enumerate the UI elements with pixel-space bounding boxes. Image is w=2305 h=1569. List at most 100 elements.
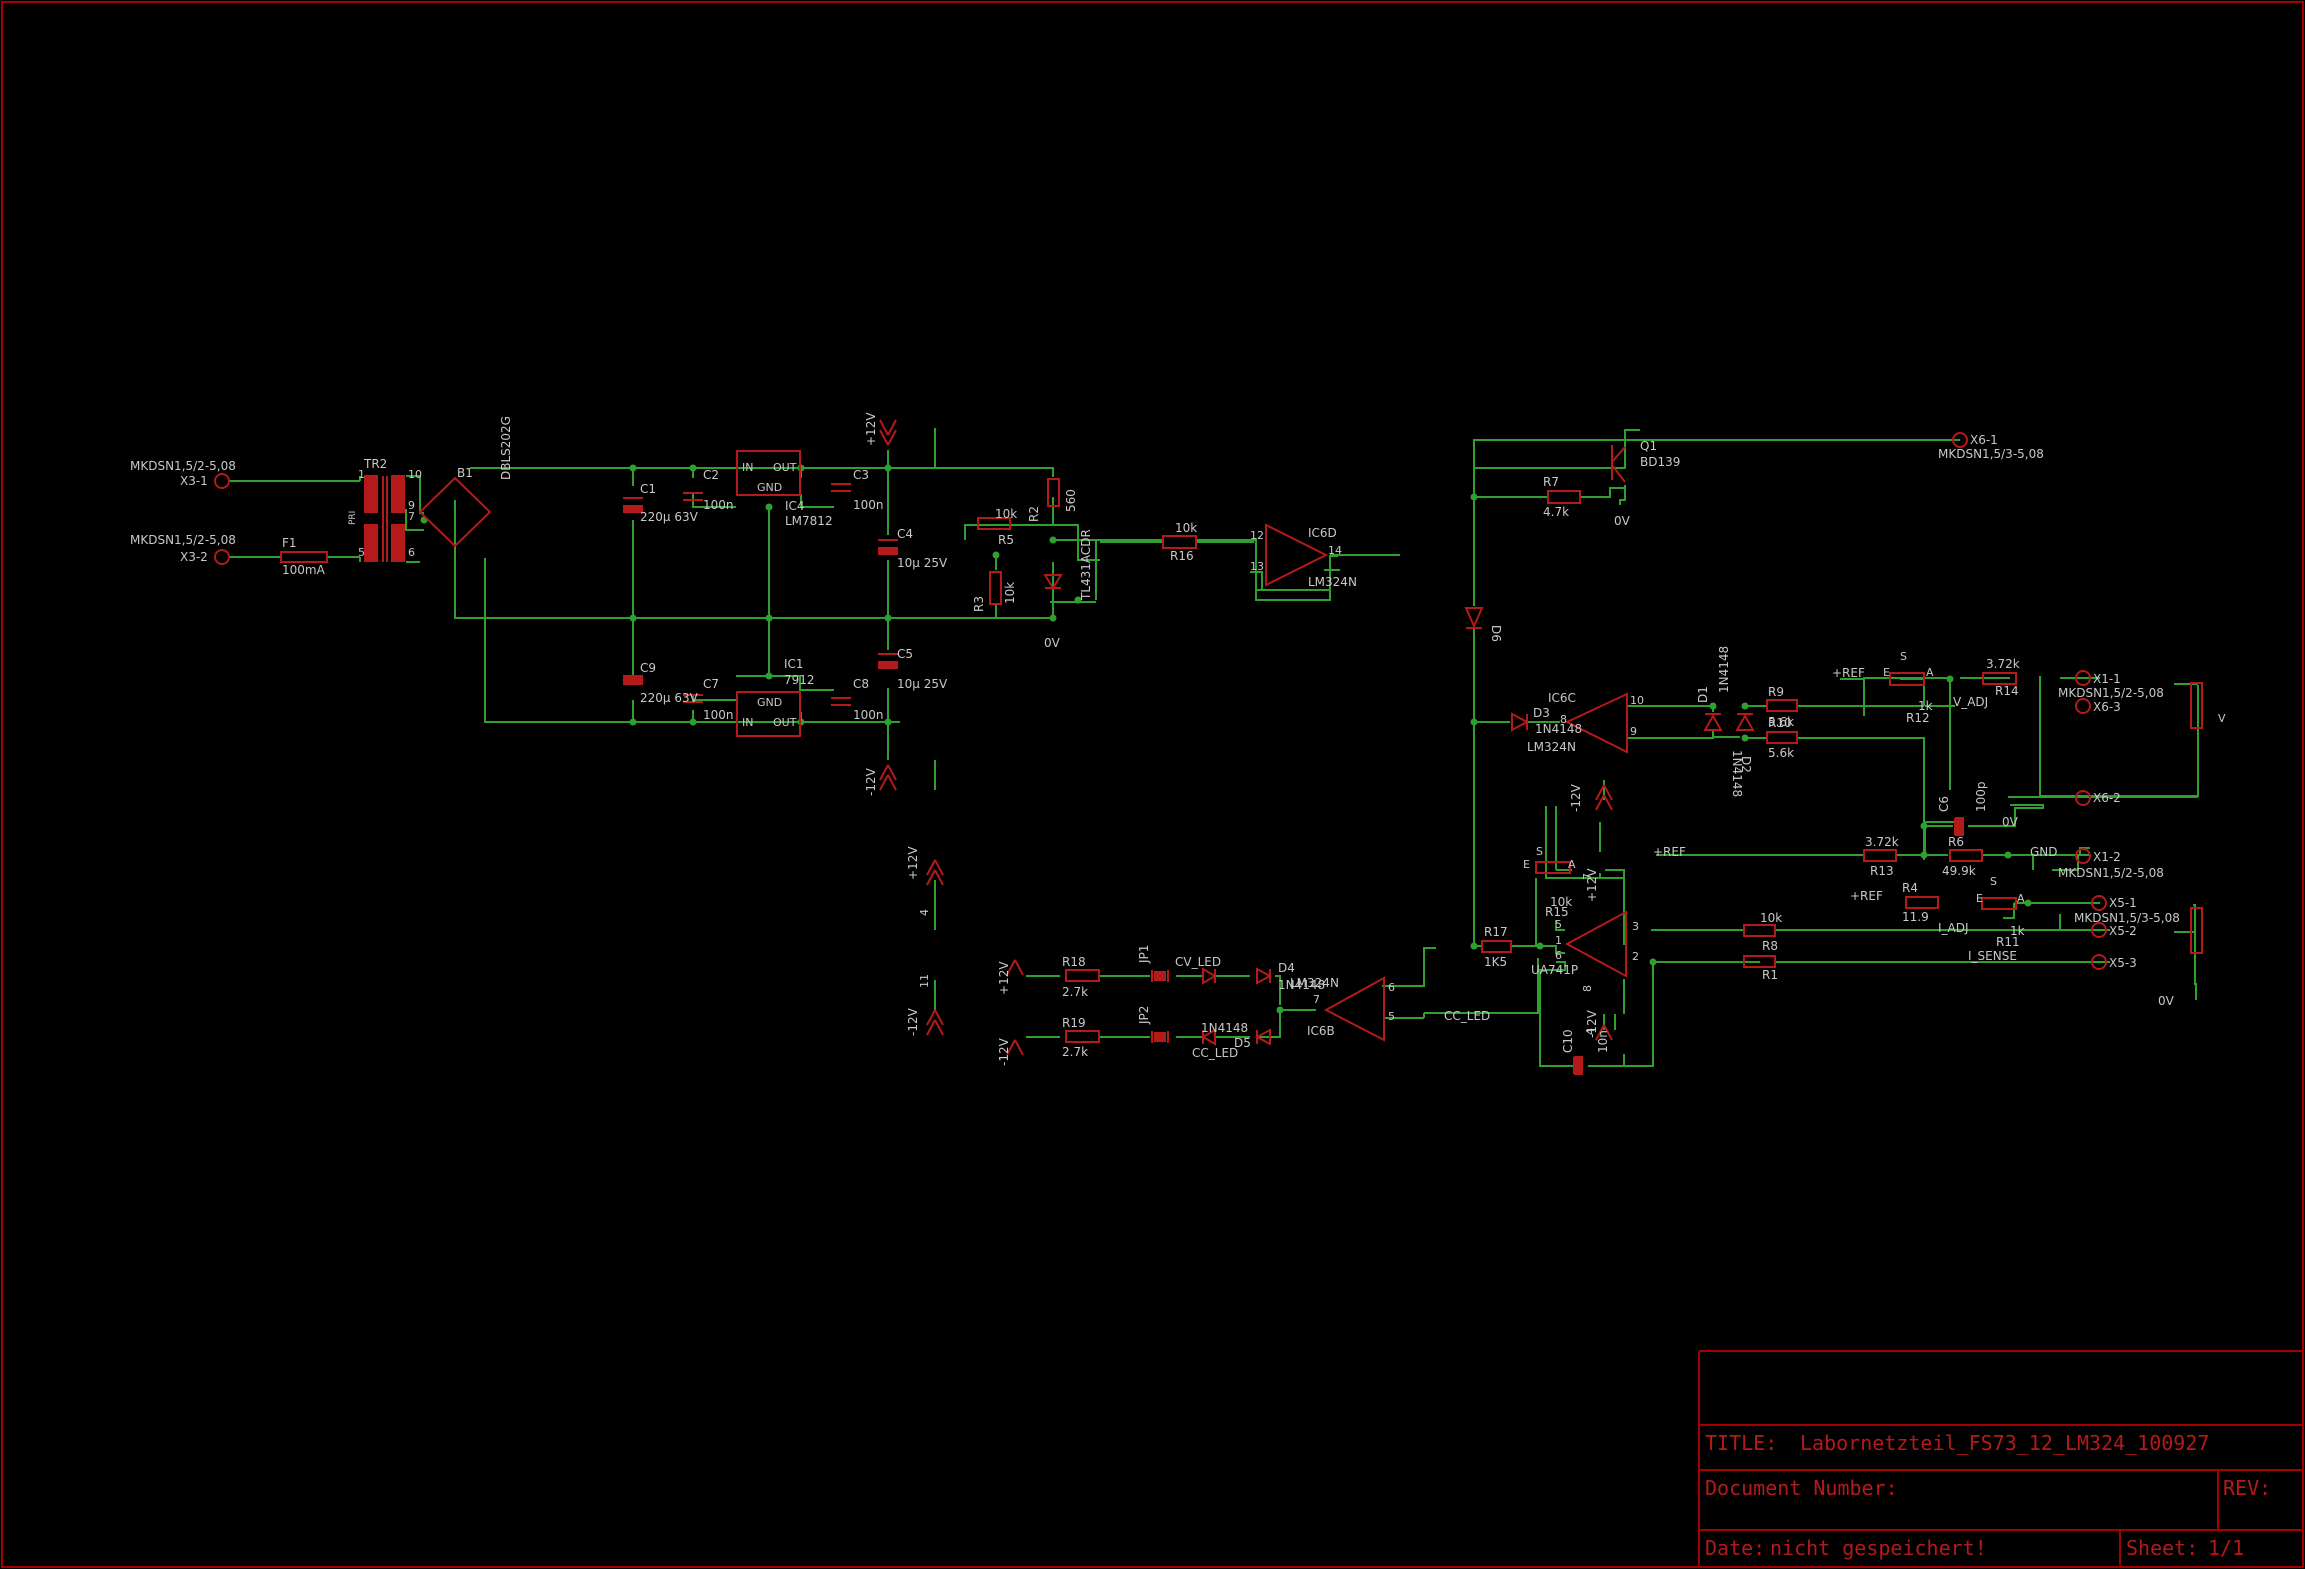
r15-pin-e: E <box>1523 858 1530 871</box>
connector-x3-1[interactable] <box>214 473 230 489</box>
r4-label: R4 <box>1902 881 1918 895</box>
cv-led-label: CV_LED <box>1175 955 1221 969</box>
r13-value: 3.72k <box>1865 835 1899 849</box>
ua741-pin7: 7 <box>1581 873 1594 880</box>
symbols <box>214 419 2203 1075</box>
c3-label: C3 <box>853 468 869 482</box>
r18-label: R18 <box>1062 955 1086 969</box>
m12-led: -12V <box>997 1037 1011 1066</box>
d2-value: 1N4148 <box>1730 750 1744 797</box>
jp1-label: JP1 <box>1137 945 1151 964</box>
q1-value: BD139 <box>1640 455 1680 469</box>
ua741-label: UA741P <box>1531 963 1578 977</box>
r3-label: R3 <box>972 596 986 612</box>
fuse-f1 <box>280 551 328 563</box>
q1-label: Q1 <box>1640 439 1657 453</box>
ic6d-value: LM324N <box>1308 575 1357 589</box>
i-adj: I_ADJ <box>1938 921 1969 935</box>
b1-label: B1 <box>457 466 473 480</box>
d4-value: 1N4148 <box>1278 978 1325 992</box>
r7-label: R7 <box>1543 475 1559 489</box>
x3-2-type: MKDSN1,5/2-5,08 <box>130 533 236 547</box>
ic6c-pin8: 8 <box>1560 713 1567 726</box>
ic1-out: OUT <box>773 716 797 729</box>
ic6c-value: LM324N <box>1527 740 1576 754</box>
ic4-value: LM7812 <box>785 514 833 528</box>
c6-value: 100p <box>1974 781 1988 812</box>
d4-label: D4 <box>1278 961 1295 975</box>
r3-value: 10k <box>1003 582 1017 604</box>
plus-ref-3: +REF <box>1850 889 1883 903</box>
r1-label: R1 <box>1762 968 1778 982</box>
c5-value: 10µ 25V <box>897 677 948 691</box>
ic6b-pin5: 5 <box>1388 1010 1395 1023</box>
bridge-rectifier-b1 <box>418 476 492 548</box>
x5-2-label: X5-2 <box>2109 924 2137 938</box>
c6-label: C6 <box>1937 796 1951 812</box>
sheet-value: 1/1 <box>2208 1536 2244 1560</box>
r6-label: R6 <box>1948 835 1964 849</box>
r17-label: R17 <box>1484 925 1508 939</box>
sheet-label: Sheet: <box>2126 1536 2198 1560</box>
ua741-pin5: 5 <box>1555 918 1562 931</box>
doc-number-label: Document Number: <box>1705 1476 1898 1500</box>
c4-label: C4 <box>897 527 913 541</box>
junctions <box>420 464 2032 1014</box>
regulator-ic1 <box>736 691 801 737</box>
r14-value: 3.72k <box>1986 657 2020 671</box>
tr2-pin7: 7 <box>408 510 415 523</box>
c1-value: 220µ 63V <box>640 510 699 524</box>
d5-value: 1N4148 <box>1201 1021 1248 1035</box>
ic6b-value: LM324N <box>1290 976 1339 990</box>
r7-value: 4.7k <box>1543 505 1569 519</box>
r5-label: R5 <box>998 533 1014 547</box>
zero-x5: 0V <box>2158 994 2175 1008</box>
tr2-pin6: 6 <box>408 546 415 559</box>
ic6c-pin10: 10 <box>1630 694 1644 707</box>
ic6d-pin13: 13 <box>1250 560 1264 573</box>
r15-pin-a: A <box>1568 858 1576 871</box>
c2-label: C2 <box>703 468 719 482</box>
connector-x3-2[interactable] <box>214 549 230 565</box>
zero-q1: 0V <box>1614 514 1631 528</box>
ic1-value: 7912 <box>784 673 815 687</box>
rev-label: REV: <box>2223 1476 2271 1500</box>
date-label: Date: <box>1705 1536 1765 1560</box>
ua741-pin6: 6 <box>1555 949 1562 962</box>
opamp-ic6b <box>1323 976 1385 1042</box>
u1-value: TL431ACDR <box>1079 529 1093 601</box>
f1-value: 100mA <box>282 563 326 577</box>
r17-value: 1K5 <box>1484 955 1507 969</box>
r12-label: R12 <box>1906 711 1930 725</box>
r18-value: 2.7k <box>1062 985 1088 999</box>
x1-2-type: MKDSN1,5/2-5,08 <box>2058 866 2164 880</box>
x3-1-label: X3-1 <box>180 474 208 488</box>
p12-mid: +12V <box>906 846 920 880</box>
r19-label: R19 <box>1062 1016 1086 1030</box>
x5-type: MKDSN1,5/3-5,08 <box>2074 911 2180 925</box>
tr2-pri: PRI <box>348 511 358 525</box>
b1-value: DBLS202G <box>499 416 513 480</box>
rail-pin4: 4 <box>918 909 931 916</box>
d6-label: D6 <box>1489 625 1503 642</box>
r11-pin-s: S <box>1990 875 1997 888</box>
p12-top: +12V <box>864 412 878 446</box>
ic6b-pin6: 6 <box>1388 981 1395 994</box>
jp2-label: JP2 <box>1137 1006 1151 1025</box>
m12-mid: -12V <box>906 1007 920 1036</box>
r14-label: R14 <box>1995 684 2019 698</box>
ic6d-pin14: 14 <box>1328 544 1342 557</box>
v-adj: V_ADJ <box>1953 695 1988 709</box>
r9-label: R9 <box>1768 685 1784 699</box>
r6-value: 49.9k <box>1942 864 1976 878</box>
i-sense: I_SENSE <box>1968 949 2017 963</box>
x5-1-label: X5-1 <box>2109 896 2137 910</box>
title-block: TITLE: Labornetzteil_FS73_12_LM324_10092… <box>1698 1350 2303 1565</box>
tr2-pin10: 10 <box>408 468 422 481</box>
r10-value: 5.6k <box>1768 746 1794 760</box>
x1-wiper: V <box>2218 712 2226 725</box>
m12-ic6a: -12V <box>1569 783 1583 812</box>
ua741-pin8: 8 <box>1581 985 1594 992</box>
regulator-ic4 <box>736 450 801 496</box>
